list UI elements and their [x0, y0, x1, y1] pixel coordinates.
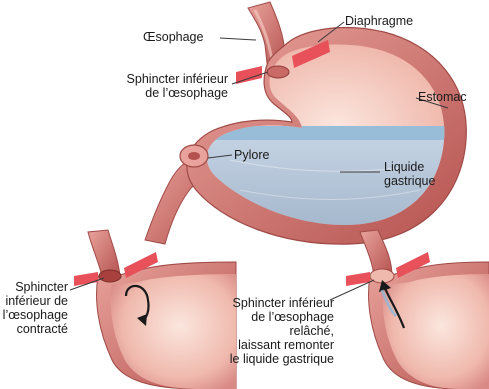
label-relache-line2: de l’œsophage [206, 310, 334, 324]
label-relache-line5: le liquide gastrique [206, 352, 334, 366]
label-contracte-line4: contracté [0, 322, 68, 336]
label-relache-line3: relâché, [206, 324, 334, 338]
label-pylore: Pylore [234, 148, 269, 162]
lower-oesophageal-sphincter [267, 66, 289, 78]
label-sphincter-contracte: Sphincter inférieur de l’œsophage contra… [0, 280, 68, 336]
label-liquide-gastrique: Liquide gastrique [384, 160, 435, 188]
label-estomac: Estomac [418, 90, 467, 104]
label-diaphragme: Diaphragme [345, 14, 413, 28]
label-sphincter-inferieur-line2: de l’œsophage [88, 86, 228, 100]
relaxed-sphincter-detail [346, 230, 489, 389]
label-relache-line1: Sphincter inférieur [206, 296, 334, 310]
label-oesophage: Œsophage [143, 30, 203, 44]
label-sphincter-inferieur-line1: Sphincter inférieur [88, 72, 228, 86]
label-liquide-line1: Liquide [384, 160, 435, 174]
label-sphincter-relache: Sphincter inférieur de l’œsophage relâch… [206, 296, 334, 366]
label-contracte-line2: inférieur de [0, 294, 68, 308]
label-contracte-line3: l’œsophage [0, 308, 68, 322]
label-sphincter-inferieur: Sphincter inférieur de l’œsophage [88, 72, 228, 100]
label-contracte-line1: Sphincter [0, 280, 68, 294]
label-relache-line4: laissant remonter [206, 338, 334, 352]
label-liquide-line2: gastrique [384, 174, 435, 188]
